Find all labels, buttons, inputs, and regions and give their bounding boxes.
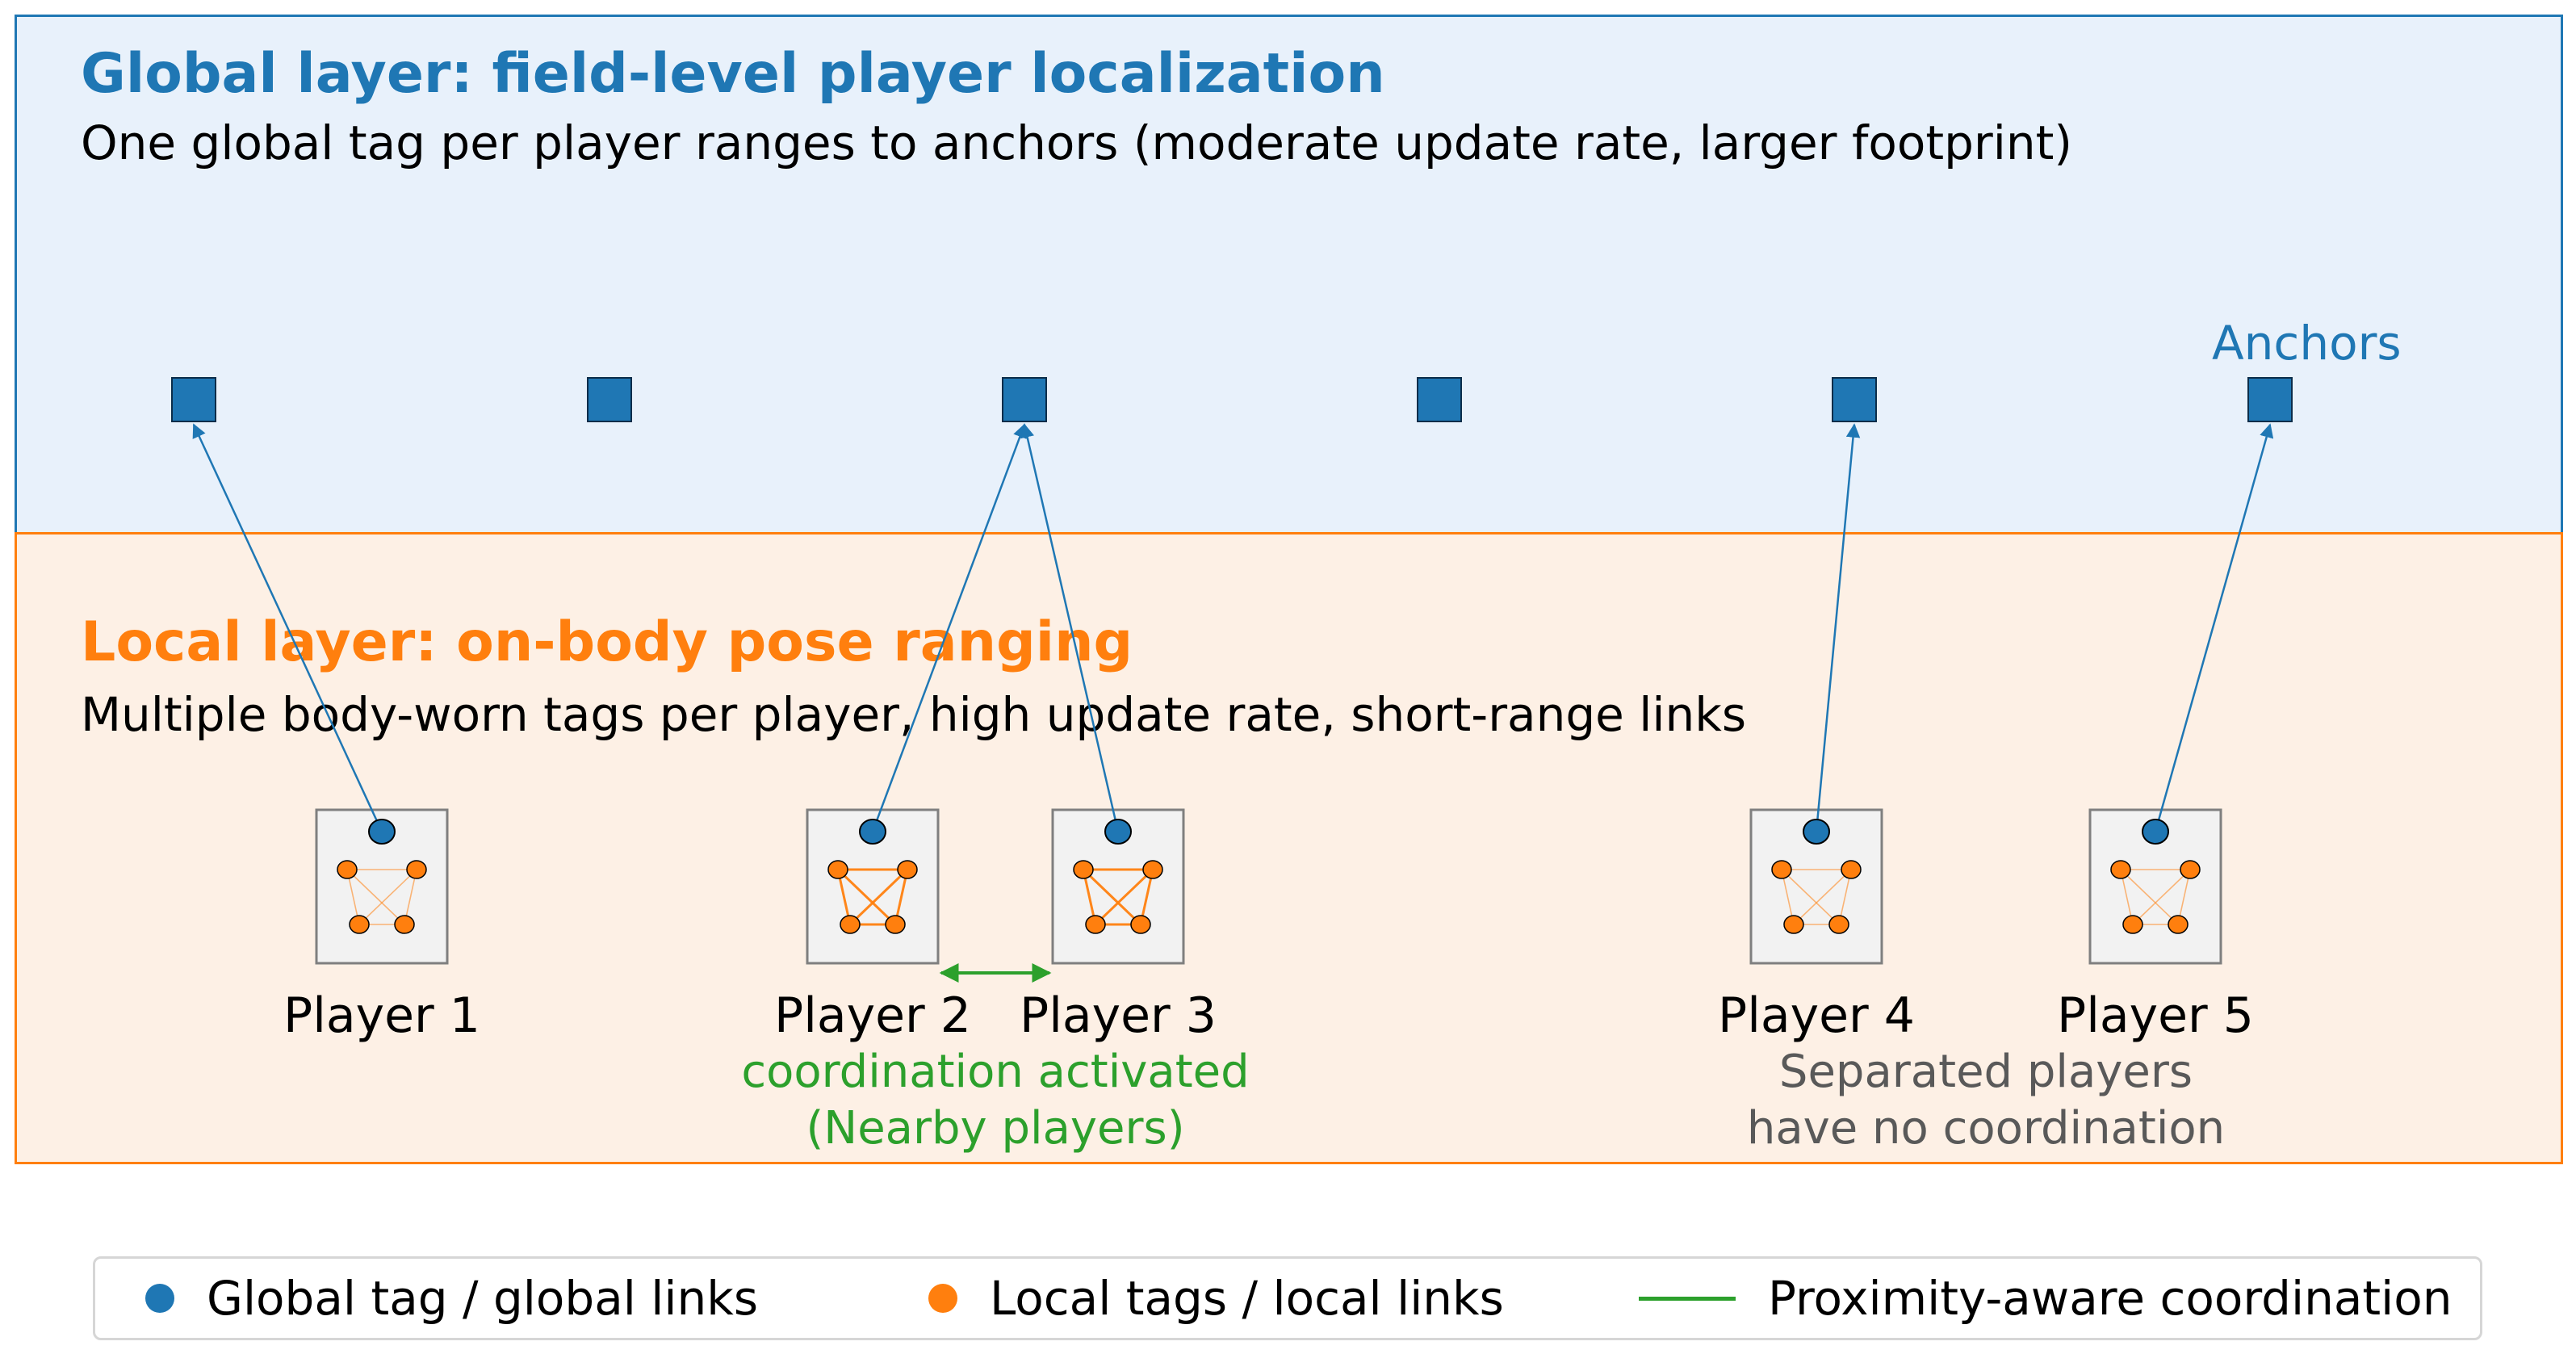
player-1-global-link [192,423,383,832]
anchor-6 [2247,377,2293,422]
player-2-global-tag [859,819,886,845]
player-3-local-link-6 [1094,868,1154,926]
proximity-line-icon [1639,1296,1736,1301]
player-2-label: Player 2 [774,987,971,1044]
global-layer-title: Global layer: field-level player localiz… [81,42,1385,106]
player-4-global-link [1815,423,1861,832]
local-layer-title: Local layer: on-body pose ranging [81,610,1133,674]
player-4-label: Player 4 [1718,987,1915,1044]
player-5-local-link-5 [2120,869,2179,925]
player-3-local-link-5 [1082,868,1142,926]
legend-proximity: Proximity-aware coordination [1639,1259,2452,1338]
anchor-2 [587,377,632,422]
anchors-label: Anchors [2212,316,2402,371]
player-5-local-tag-1 [2110,860,2131,879]
legend-global: Global tag / global links [145,1259,758,1338]
legend-local-label: Local tags / local links [990,1271,1504,1326]
player-2-local-tag-1 [827,860,848,879]
player-3-local-tag-4 [1130,915,1151,934]
coordination-note-line1: coordination activated [741,1046,1250,1098]
player-5-local-tag-4 [2168,915,2189,934]
player-1-label: Player 1 [283,987,480,1044]
legend-global-label: Global tag / global links [207,1271,759,1326]
player-2-local-link-6 [848,868,909,926]
player-4-local-link-6 [1793,869,1852,925]
player-1-local-link-6 [358,869,417,925]
player-4-local-tag-2 [1841,860,1862,879]
player-4-local-tag-1 [1771,860,1792,879]
player-4-global-tag [1803,819,1830,845]
player-1-global-tag [368,819,396,845]
global-layer-subtitle: One global tag per player ranges to anch… [81,115,2072,170]
legend: Global tag / global links Local tags / l… [93,1256,2482,1340]
player-5-local-tag-3 [2122,915,2143,934]
player-2-local-tag-2 [897,860,918,879]
local-layer-subtitle: Multiple body-worn tags per player, high… [81,687,1747,742]
player-2-local-tag-4 [885,915,906,934]
player-1-local-tag-3 [349,915,370,934]
anchor-3 [1002,377,1047,422]
player-2-local-tag-3 [840,915,861,934]
player-3-label: Player 3 [1020,987,1217,1044]
anchor-5 [1832,377,1877,422]
player-1-local-tag-4 [394,915,415,934]
player-3-local-tag-2 [1142,860,1163,879]
legend-proximity-label: Proximity-aware coordination [1768,1271,2452,1326]
player-1-local-tag-1 [337,860,358,879]
local-tag-marker-icon [928,1284,957,1313]
anchor-4 [1417,377,1462,422]
player-5-local-link-6 [2132,869,2191,925]
legend-local: Local tags / local links [928,1259,1504,1338]
player-3-local-tag-1 [1073,860,1094,879]
player-2-global-link [871,423,1027,832]
global-tag-marker-icon [145,1284,174,1313]
player-4-local-tag-4 [1828,915,1849,934]
player-5-local-tag-2 [2180,860,2201,879]
separated-note-line1: Separated players [1778,1046,2193,1098]
global-layer-panel [15,15,2563,532]
player-1-local-link-5 [346,869,405,925]
player-3-local-tag-3 [1085,915,1106,934]
player-2-local-link-5 [836,868,897,926]
separated-note-line2: have no coordination [1746,1102,2226,1155]
player-5-global-link [2154,423,2274,832]
player-4-local-link-5 [1781,869,1840,925]
player-4-local-tag-3 [1783,915,1804,934]
player-5-global-tag [2142,819,2169,845]
player-1-local-tag-2 [406,860,427,879]
player-3-global-link [1020,423,1120,832]
coordination-note-line2: (Nearby players) [806,1102,1185,1155]
player-5-label: Player 5 [2057,987,2254,1044]
player-3-global-tag [1104,819,1132,845]
anchor-1 [171,377,216,422]
